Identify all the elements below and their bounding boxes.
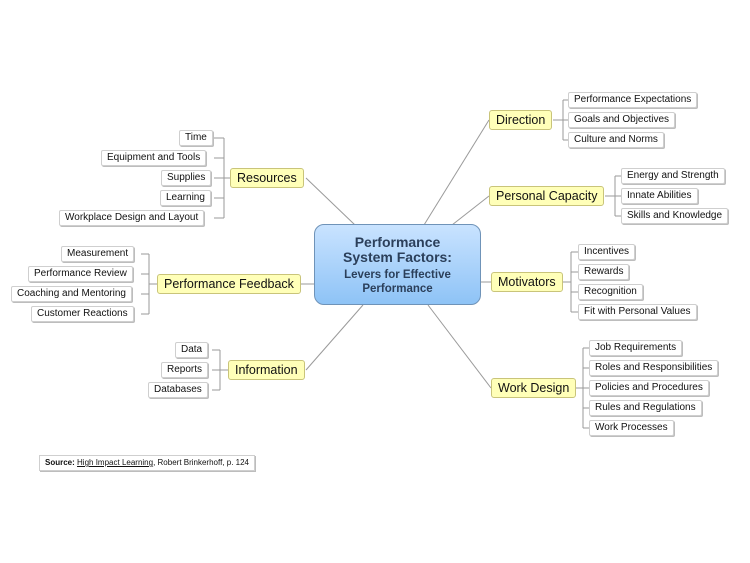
branch-information[interactable]: Information — [228, 360, 305, 380]
leaf-roles-and-responsibilities[interactable]: Roles and Responsibilities — [589, 360, 719, 376]
leaf-databases[interactable]: Databases — [148, 382, 208, 398]
leaf-recognition[interactable]: Recognition — [578, 284, 643, 300]
leaf-rules-and-regulations[interactable]: Rules and Regulations — [589, 400, 702, 416]
leaf-rewards[interactable]: Rewards — [578, 264, 630, 280]
leaf-culture-and-norms[interactable]: Culture and Norms — [568, 132, 664, 148]
leaf-goals-and-objectives[interactable]: Goals and Objectives — [568, 112, 676, 128]
leaf-fit-with-personal-values[interactable]: Fit with Personal Values — [578, 304, 697, 320]
branch-performance-feedback[interactable]: Performance Feedback — [157, 274, 301, 294]
branch-motivators[interactable]: Motivators — [491, 272, 563, 292]
leaf-workplace-design-and-layout[interactable]: Workplace Design and Layout — [59, 210, 205, 226]
central-topic-title-line2: System Factors: — [343, 249, 452, 265]
leaf-data[interactable]: Data — [175, 342, 209, 358]
source-author-page: , Robert Brinkerhoff, p. 124 — [153, 458, 249, 467]
leaf-incentives[interactable]: Incentives — [578, 244, 636, 260]
leaf-reports[interactable]: Reports — [161, 362, 209, 378]
source-note: Source: High Impact Learning, Robert Bri… — [39, 455, 255, 471]
leaf-measurement[interactable]: Measurement — [61, 246, 135, 262]
branch-resources[interactable]: Resources — [230, 168, 304, 188]
central-topic-subtitle-line1: Levers for Effective — [344, 269, 451, 281]
leaf-equipment-and-tools[interactable]: Equipment and Tools — [101, 150, 207, 166]
central-topic-title-line1: Performance — [354, 234, 441, 250]
leaf-skills-and-knowledge[interactable]: Skills and Knowledge — [621, 208, 729, 224]
leaf-policies-and-procedures[interactable]: Policies and Procedures — [589, 380, 709, 396]
branch-direction[interactable]: Direction — [489, 110, 553, 130]
leaf-energy-and-strength[interactable]: Energy and Strength — [621, 168, 725, 184]
leaf-performance-expectations[interactable]: Performance Expectations — [568, 92, 698, 108]
source-book-link[interactable]: High Impact Learning — [77, 458, 154, 467]
leaf-time[interactable]: Time — [179, 130, 213, 146]
leaf-supplies[interactable]: Supplies — [161, 170, 212, 186]
leaf-learning[interactable]: Learning — [160, 190, 211, 206]
leaf-work-processes[interactable]: Work Processes — [589, 420, 674, 436]
central-topic[interactable]: Performance System Factors: Levers for E… — [314, 224, 481, 305]
branch-personal-capacity[interactable]: Personal Capacity — [489, 186, 605, 206]
central-topic-subtitle-line2: Performance — [362, 283, 433, 295]
leaf-job-requirements[interactable]: Job Requirements — [589, 340, 683, 356]
source-prefix: Source: — [45, 458, 75, 467]
leaf-coaching-and-mentoring[interactable]: Coaching and Mentoring — [11, 286, 132, 302]
leaf-innate-abilities[interactable]: Innate Abilities — [621, 188, 698, 204]
leaf-performance-review[interactable]: Performance Review — [28, 266, 133, 282]
leaf-customer-reactions[interactable]: Customer Reactions — [31, 306, 134, 322]
branch-work-design[interactable]: Work Design — [491, 378, 577, 398]
